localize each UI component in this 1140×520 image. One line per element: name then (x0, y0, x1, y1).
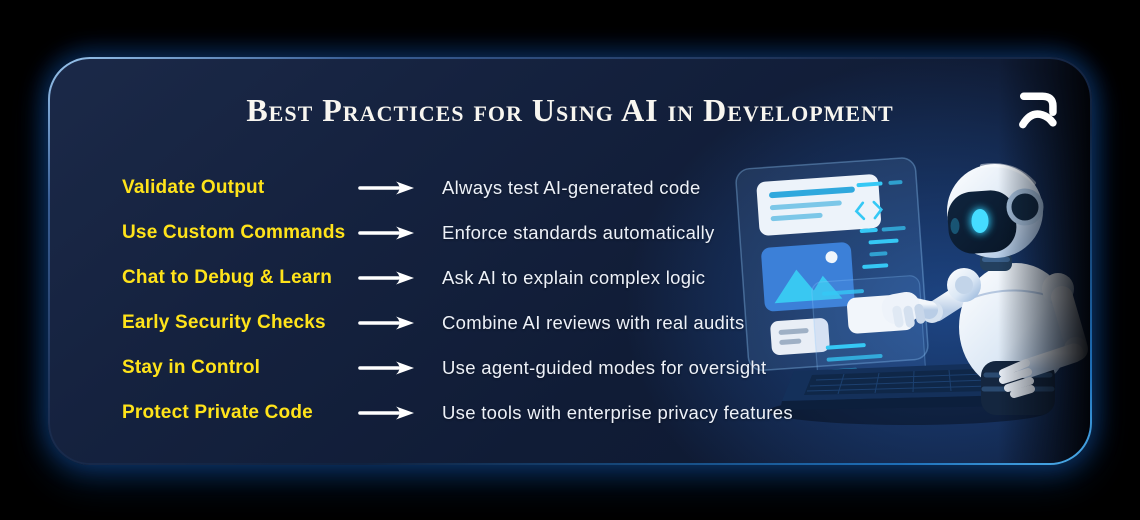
brand-logo-icon (1014, 83, 1060, 129)
arrow-icon (358, 180, 418, 196)
practice-list: Validate Output Always test AI-generated… (122, 165, 793, 435)
practice-row: Use Custom Commands Enforce standards au… (122, 210, 793, 255)
practice-label: Validate Output (122, 176, 265, 198)
practice-label: Early Security Checks (122, 311, 326, 333)
card: Best Practices for Using AI in Developme… (50, 59, 1090, 463)
card-border: Best Practices for Using AI in Developme… (48, 57, 1092, 465)
arrow-icon (358, 360, 418, 376)
practice-description: Always test AI-generated code (442, 176, 701, 198)
practice-description: Use tools with enterprise privacy featur… (442, 401, 793, 423)
practice-label: Chat to Debug & Learn (122, 266, 333, 288)
practice-label: Stay in Control (122, 356, 261, 378)
robot-illustration (724, 149, 1090, 463)
arrow-icon (358, 270, 418, 286)
practice-row: Chat to Debug & Learn Ask AI to explain … (122, 255, 793, 300)
robot (881, 163, 1088, 415)
practice-description: Combine AI reviews with real audits (442, 311, 745, 333)
practice-row: Early Security Checks Combine AI reviews… (122, 300, 793, 345)
page-title: Best Practices for Using AI in Developme… (246, 92, 894, 128)
practice-row: Validate Output Always test AI-generated… (122, 165, 793, 210)
arrow-icon (358, 405, 418, 421)
laptop (769, 363, 1049, 425)
arrow-icon (358, 225, 418, 241)
practice-description: Enforce standards automatically (442, 221, 715, 243)
practice-description: Use agent-guided modes for oversight (442, 356, 767, 378)
practice-label: Protect Private Code (122, 401, 313, 423)
practice-label: Use Custom Commands (122, 221, 346, 243)
code-lines (854, 200, 884, 221)
practice-row: Protect Private Code Use tools with ente… (122, 390, 793, 435)
practice-row: Stay in Control Use agent-guided modes f… (122, 345, 793, 390)
practice-description: Ask AI to explain complex logic (442, 266, 706, 288)
arrow-icon (358, 315, 418, 331)
